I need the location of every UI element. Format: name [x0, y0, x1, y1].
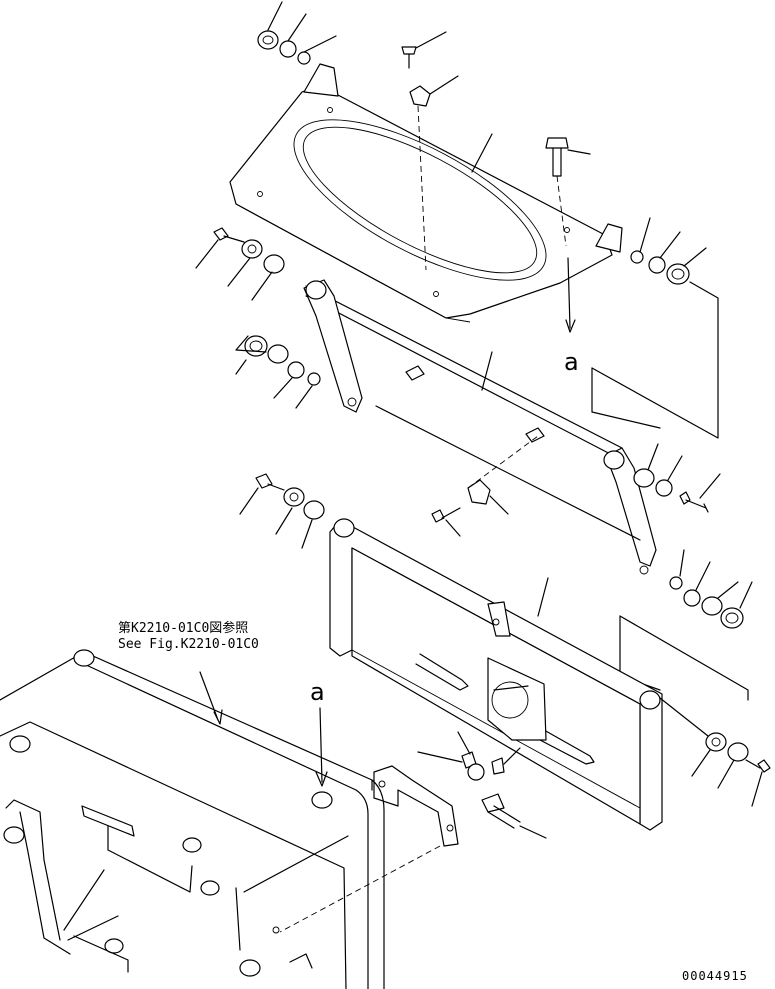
- access-cover-panel: [329, 518, 663, 831]
- reference-note-en: See Fig.K2210-01C0: [118, 637, 259, 652]
- view-marker-lower: a: [310, 678, 325, 706]
- left-lower-hardware: [239, 473, 325, 549]
- right-lower-hardware: [659, 697, 771, 807]
- drawing-code: 00044915: [682, 969, 748, 983]
- view-marker-upper: a: [564, 348, 579, 376]
- top-left-hardware: [257, 1, 337, 65]
- center-clip-and-screw: [431, 435, 539, 537]
- top-cover-plate: [229, 63, 623, 323]
- top-right-hardware: [591, 217, 719, 439]
- cab-frame: [0, 649, 385, 989]
- top-screw-and-clip: [401, 31, 459, 271]
- lock-bracket-and-bolt: [279, 731, 547, 933]
- hinge-rod-assembly: [303, 279, 657, 575]
- reference-note-jp: 第K2210-01C0図参照: [118, 620, 248, 636]
- top-right-bolt: [471, 133, 591, 333]
- left-hinge-hardware: [235, 335, 321, 409]
- left-mid-hardware: [195, 227, 285, 301]
- right-hinge-hardware: [619, 443, 753, 701]
